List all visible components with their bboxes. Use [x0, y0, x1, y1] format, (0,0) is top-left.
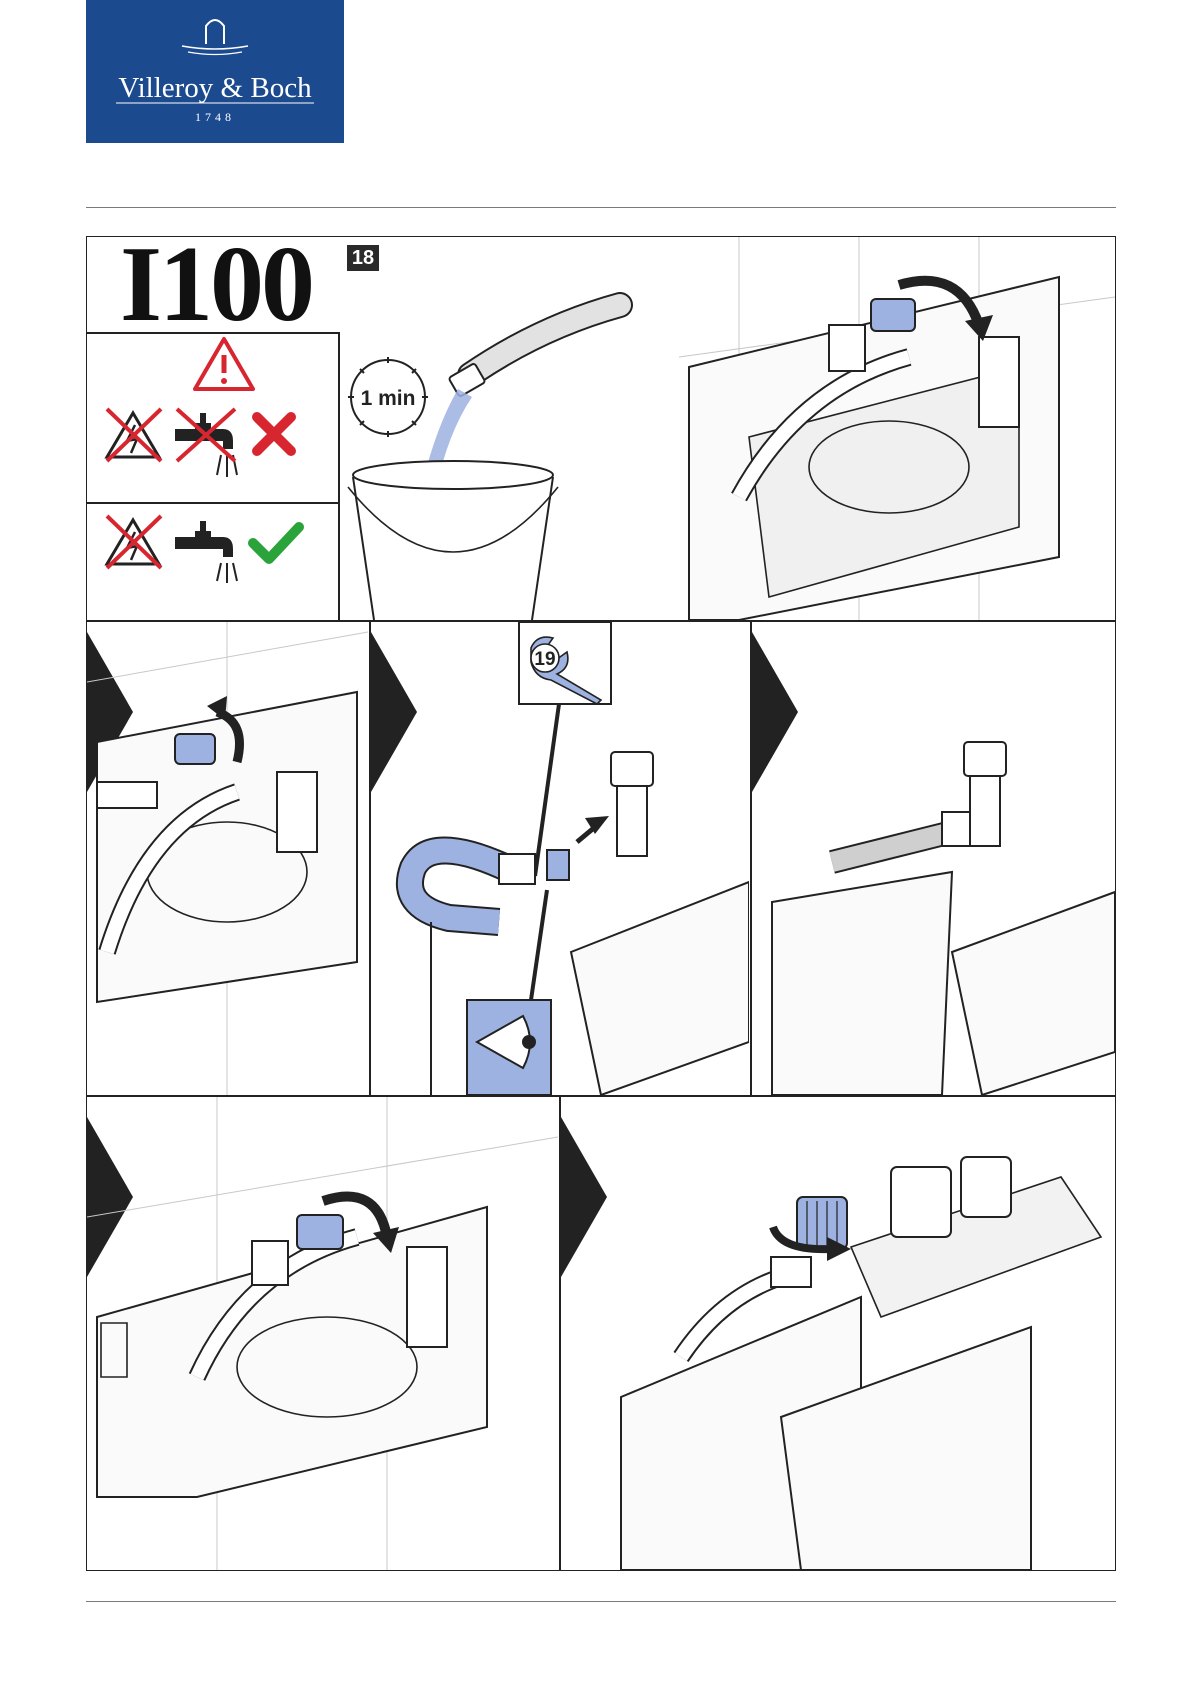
red-cross-icon [257, 417, 291, 451]
step-arrow-icon [561, 1117, 607, 1277]
valve-highlight [175, 734, 215, 764]
brand-logo-graphic: Villeroy & Boch 1748 [86, 0, 344, 143]
step-arrow-icon [371, 632, 417, 792]
svg-text:Villeroy & Boch: Villeroy & Boch [118, 72, 312, 104]
timer-icon: 1 min [348, 357, 428, 437]
step-arrow-icon [752, 632, 798, 792]
wrench-icon: 19 [519, 622, 611, 704]
no-water-tap-icon [175, 409, 237, 477]
green-check-icon [253, 527, 299, 559]
timer-label: 1 min [361, 387, 416, 410]
hose-icon [449, 305, 620, 397]
reconnect-hose-panel [752, 622, 1115, 1095]
model-code: I100 [93, 239, 339, 331]
valve-highlight [297, 1215, 343, 1249]
valve-view-top [679, 237, 1115, 620]
no-electricity-icon [107, 409, 161, 461]
inspect-eye-icon [467, 1000, 551, 1095]
instruction-frame: I100 18 [86, 236, 1116, 1571]
open-valve-panel [87, 1097, 558, 1570]
wrench-size-label: 19 [534, 649, 555, 670]
water-tap-icon [175, 521, 237, 583]
footer-rule [86, 1601, 1116, 1602]
svg-text:1748: 1748 [195, 110, 235, 124]
no-electricity-icon [107, 516, 161, 568]
brand-logo: Villeroy & Boch 1748 [86, 0, 344, 143]
turn-knob-panel [561, 1097, 1115, 1570]
header-rule [86, 207, 1116, 208]
knob-highlight [797, 1197, 847, 1249]
step-arrow-icon [87, 1117, 133, 1277]
disconnect-hose-panel: 19 [371, 622, 749, 1095]
close-valve-panel [87, 622, 368, 1095]
flush-bucket-panel: 1 min [340, 237, 640, 620]
valve-highlight [871, 299, 915, 331]
bucket-icon [348, 461, 558, 620]
safety-rules-panel [87, 333, 338, 620]
warning-triangle-icon [195, 339, 253, 389]
